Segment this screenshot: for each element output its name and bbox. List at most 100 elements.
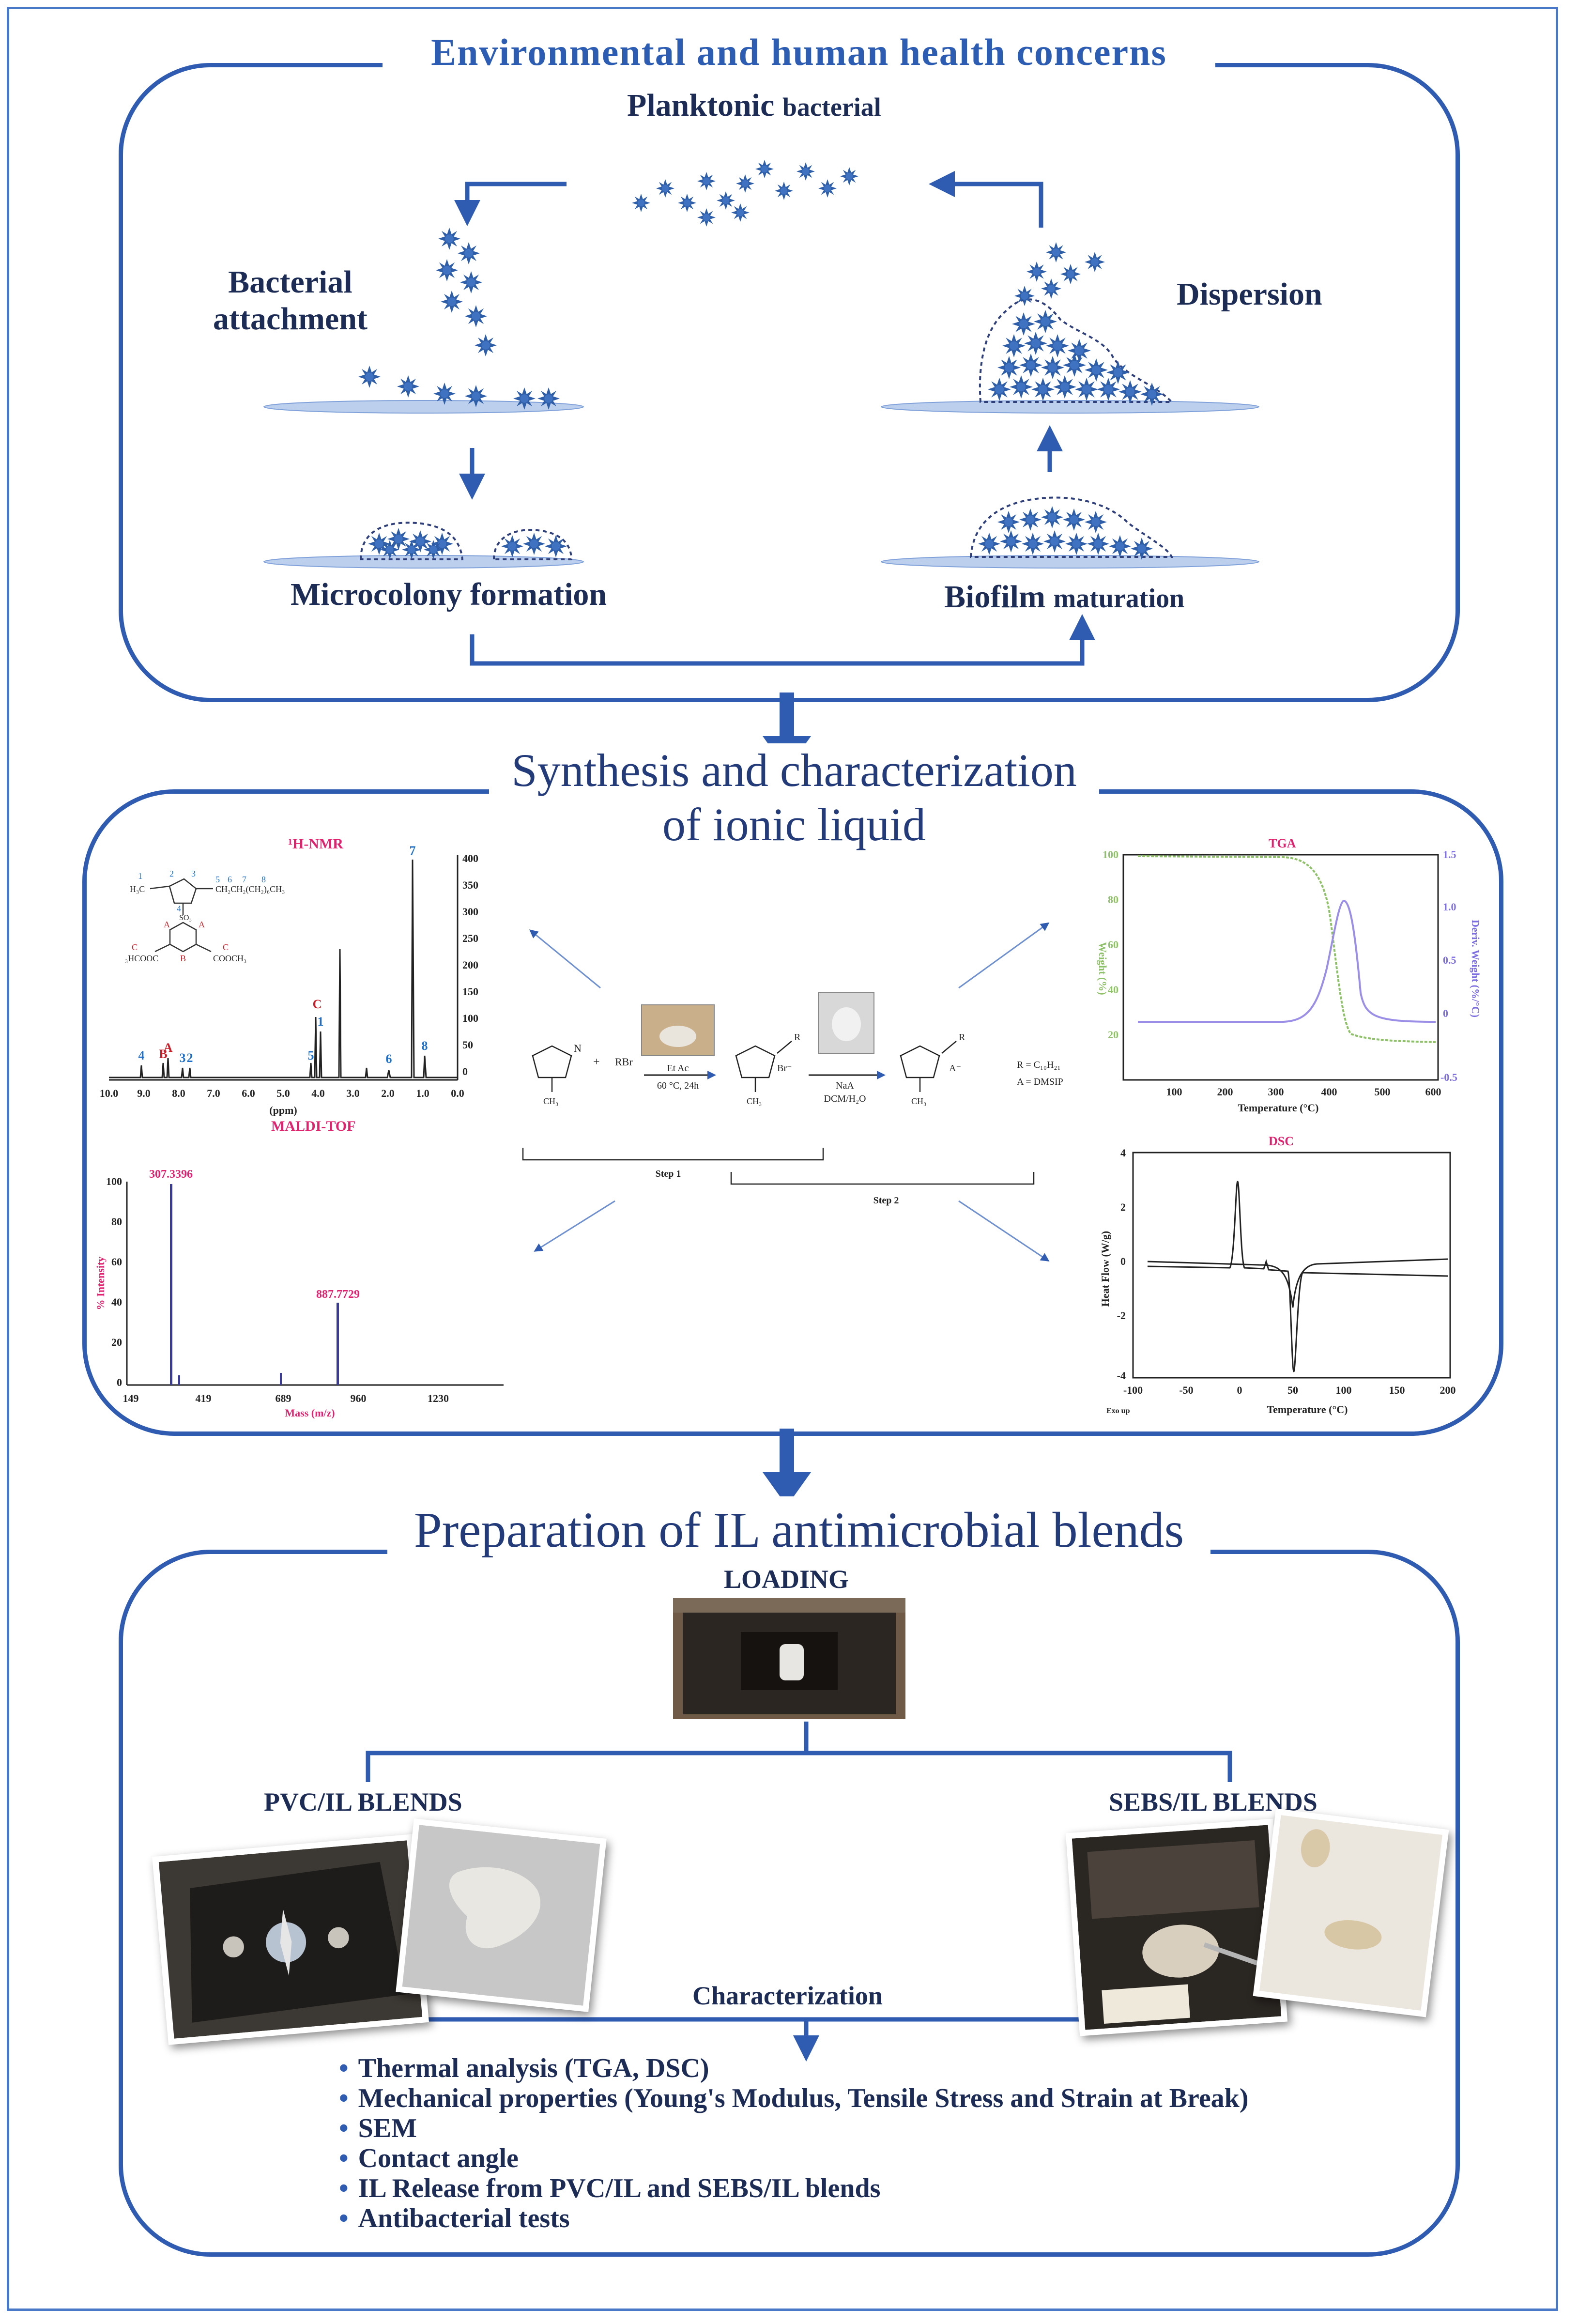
svg-text:500: 500 <box>1375 1086 1391 1098</box>
arrow-to-maldi <box>534 1200 615 1252</box>
tga-xlabel: Temperature (°C) <box>1238 1102 1318 1114</box>
svg-text:100: 100 <box>462 1012 478 1024</box>
svg-text:40: 40 <box>1108 984 1118 996</box>
microcolony-label: Microcolony formation <box>291 577 607 612</box>
maldi-peak-1 <box>170 1184 172 1385</box>
svg-text:300: 300 <box>1268 1086 1284 1098</box>
svg-text:3: 3 <box>180 1051 186 1065</box>
svg-text:CH₃: CH₃ <box>543 1096 558 1106</box>
tga-left-ticks: 100 80 60 40 20 <box>1103 848 1118 1041</box>
svg-text:Et Ac: Et Ac <box>667 1063 689 1074</box>
svg-text:60 °C, 24h: 60 °C, 24h <box>657 1080 699 1091</box>
svg-text:1230: 1230 <box>428 1392 449 1404</box>
tga-ylabel-right: Deriv. Weight (%/°C) <box>1470 920 1482 1017</box>
arrow-to-dsc <box>958 1200 1050 1262</box>
surface-dispersion <box>881 400 1259 414</box>
svg-text:R: R <box>794 1032 801 1043</box>
svg-text:6: 6 <box>386 1052 392 1066</box>
svg-text:A⁻: A⁻ <box>949 1063 961 1074</box>
svg-text:20: 20 <box>1108 1029 1118 1041</box>
planktonic-label-bold: Planktonic <box>627 88 775 123</box>
svg-text:R = C₁₀H₂₁: R = C₁₀H₂₁ <box>1017 1060 1060 1070</box>
svg-text:Br⁻: Br⁻ <box>777 1063 792 1074</box>
svg-text:0.5: 0.5 <box>1443 954 1456 966</box>
surface-attachment <box>263 400 584 414</box>
svg-text:80: 80 <box>1108 893 1118 906</box>
svg-text:150: 150 <box>1389 1384 1405 1396</box>
surface-biofilm <box>881 555 1259 569</box>
svg-text:419: 419 <box>196 1392 212 1404</box>
step2-bracket <box>730 1172 1035 1185</box>
svg-text:3.0: 3.0 <box>346 1087 360 1099</box>
svg-text:DCM/H₂O: DCM/H₂O <box>824 1093 866 1104</box>
svg-text:Step 1: Step 1 <box>656 1169 681 1179</box>
svg-text:6: 6 <box>228 875 232 884</box>
svg-text:0: 0 <box>462 1065 468 1077</box>
nmr-spectrum: ¹H-NMR 10.0 9.0 8.0 7.0 6.0 5.0 4.0 3.0 … <box>100 836 478 1116</box>
svg-text:149: 149 <box>123 1392 139 1404</box>
dsc-ylabel: Heat Flow (W/g) <box>1099 1231 1111 1307</box>
section-title-preparation: Preparation of IL antimicrobial blends <box>387 1496 1210 1564</box>
ionic-liquid-product <box>900 1041 957 1092</box>
characterization-label: Characterization <box>692 1981 883 2010</box>
svg-text:1: 1 <box>318 1015 324 1029</box>
tga-derivative-curve <box>1138 899 1436 1023</box>
characterization-list: •Thermal analysis (TGA, DSC) •Mechanical… <box>339 2053 1248 2233</box>
svg-text:A = DMSIP: A = DMSIP <box>1017 1077 1063 1087</box>
svg-text:2: 2 <box>187 1051 193 1065</box>
svg-text:4: 4 <box>138 1048 145 1062</box>
list-item-text: Antibacterial tests <box>358 2203 570 2233</box>
dsc-exo-label: Exo up <box>1106 1407 1130 1415</box>
sebs-photo-2 <box>1253 1808 1449 2017</box>
sebs-photo-1 <box>1065 1818 1288 2036</box>
svg-text:7.0: 7.0 <box>207 1087 220 1099</box>
svg-text:100: 100 <box>1103 848 1118 861</box>
planktonic-label-rest: bacterial <box>782 92 881 122</box>
svg-text:-0.5: -0.5 <box>1440 1071 1457 1083</box>
svg-text:80: 80 <box>111 1216 122 1228</box>
biofilm-cycle-diagram <box>263 160 1259 666</box>
svg-text:40: 40 <box>111 1296 122 1308</box>
svg-text:9.0: 9.0 <box>137 1087 151 1099</box>
nmr-molecule <box>150 878 213 953</box>
svg-text:A: A <box>164 1041 173 1055</box>
dispersion-label: Dispersion <box>1177 277 1322 312</box>
dsc-chart: DSC 4 2 0 -2 -4 -100 -50 0 50 100 150 20… <box>1099 1134 1456 1416</box>
svg-text:20: 20 <box>111 1336 122 1348</box>
svg-text:2: 2 <box>169 869 174 878</box>
loading-photo <box>673 1598 905 1719</box>
svg-text:400: 400 <box>462 852 478 864</box>
svg-text:CH₃: CH₃ <box>911 1096 926 1106</box>
tga-weight-curve <box>1137 855 1436 1043</box>
reaction-scheme: N CH₃ + RBr Et Ac 60 °C, 24h R Br⁻ CH₃ N… <box>522 992 1063 1206</box>
svg-text:200: 200 <box>1217 1086 1233 1098</box>
list-item-text: Mechanical properties (Young's Modulus, … <box>358 2083 1249 2113</box>
attachment-label-line2: attachment <box>213 301 368 337</box>
svg-text:-50: -50 <box>1179 1384 1193 1396</box>
maldi-y-ticks: 100 80 60 40 20 0 <box>106 1175 122 1388</box>
section-connector-arrow-2 <box>763 1429 811 1506</box>
nmr-trace <box>109 859 458 1078</box>
dsc-cooling-curve <box>1147 1258 1448 1308</box>
list-item: •IL Release from PVC/IL and SEBS/IL blen… <box>339 2173 881 2203</box>
svg-text:4: 4 <box>1120 1147 1126 1159</box>
maldi-peak-small-1 <box>178 1375 180 1385</box>
svg-text:1.5: 1.5 <box>1443 848 1456 861</box>
svg-text:-2: -2 <box>1117 1309 1126 1322</box>
svg-text:4: 4 <box>177 904 181 913</box>
svg-text:300: 300 <box>462 906 478 918</box>
dsc-heating-curve <box>1147 1181 1448 1372</box>
svg-text:5.0: 5.0 <box>276 1087 290 1099</box>
svg-text:50: 50 <box>462 1039 473 1051</box>
svg-text:2.0: 2.0 <box>381 1087 395 1099</box>
svg-text:1.0: 1.0 <box>1443 901 1456 913</box>
list-item: •Thermal analysis (TGA, DSC) <box>339 2053 709 2083</box>
svg-text:5: 5 <box>215 875 220 884</box>
microcolony-outline-left <box>359 522 464 560</box>
maldi-peak1-label: 307.3396 <box>149 1168 193 1181</box>
svg-text:1: 1 <box>138 871 142 881</box>
arrow-from-dispersion <box>929 171 1043 228</box>
section-title-environmental: Environmental and human health concerns <box>383 28 1215 81</box>
svg-text:N: N <box>574 1042 582 1054</box>
svg-text:0.0: 0.0 <box>451 1087 464 1099</box>
